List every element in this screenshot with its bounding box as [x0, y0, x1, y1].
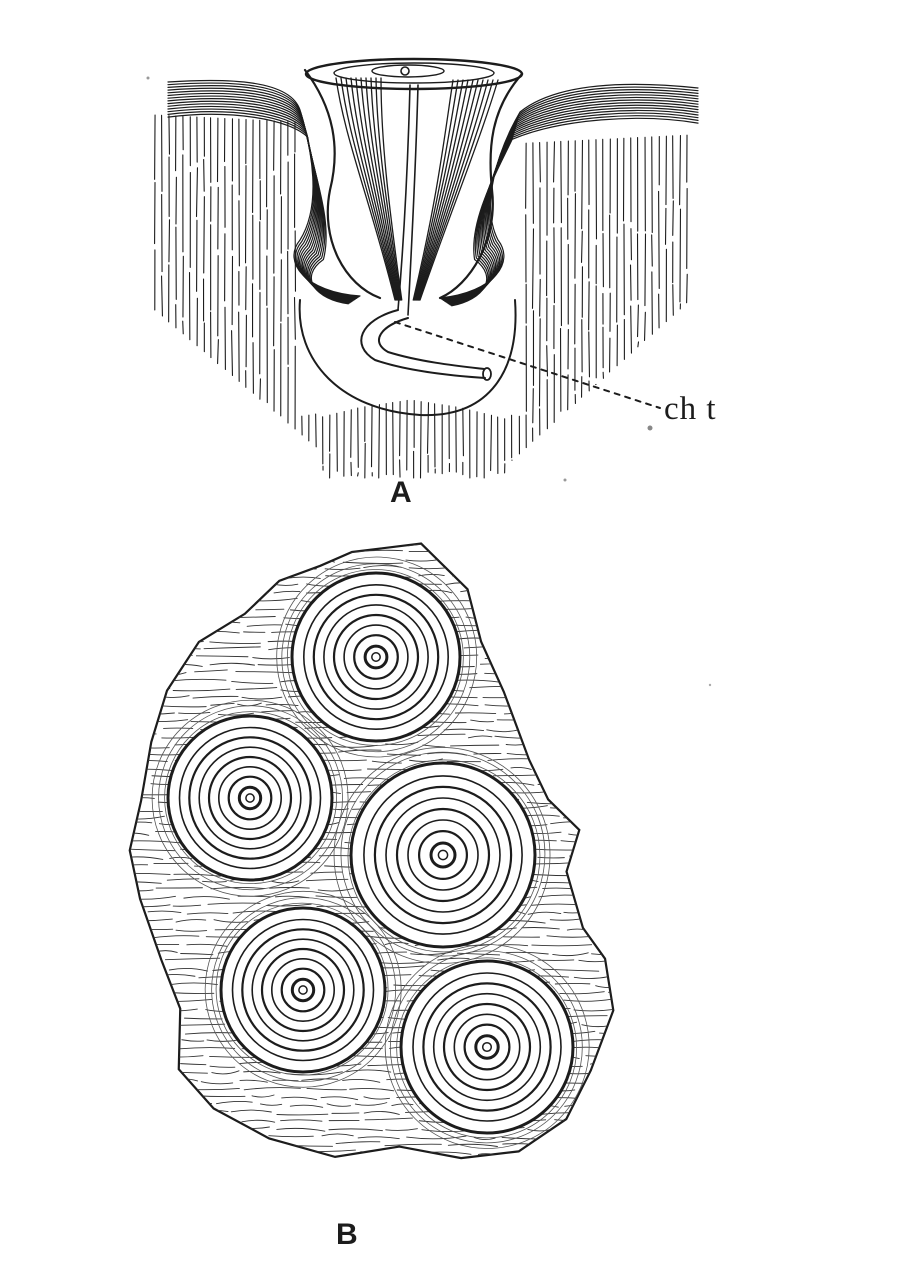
calice-lower-left: [205, 891, 401, 1087]
central-canal: [398, 85, 410, 310]
chitin-tube-inner: [379, 318, 484, 369]
ink-speck: [648, 426, 653, 431]
ink-speck: [147, 77, 150, 80]
annotation-leader-line: [395, 322, 660, 408]
calice-bottom-right: [385, 944, 589, 1148]
calice-upper-left: [152, 700, 348, 896]
ink-speck: [564, 479, 567, 482]
oral-disc-ring: [334, 63, 494, 83]
chitin-tube-annotation: ch t: [664, 393, 717, 426]
panel-a-drawing: [147, 59, 699, 478]
panel-a-label: A: [390, 478, 412, 508]
ink-speck: [709, 684, 711, 686]
panel-b-label: B: [336, 1220, 358, 1250]
panel-b-drawing: [120, 479, 711, 1164]
calice-top: [277, 557, 477, 757]
mouth-opening: [401, 67, 409, 75]
chitin-tube-end: [483, 368, 491, 380]
oral-disc-inner-ring: [372, 65, 444, 77]
